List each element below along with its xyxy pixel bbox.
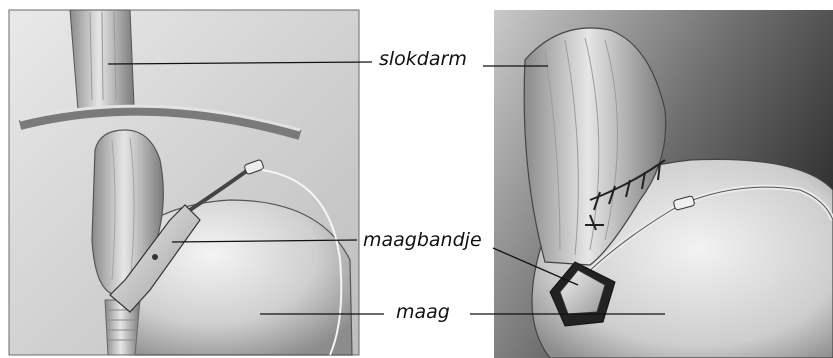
slokdarm-label: slokdarm [376,47,470,71]
maagbandje-label: maagbandje [360,228,485,252]
left-illustration [9,10,359,355]
right-illustration [494,10,833,358]
maag-label: maag [393,300,453,324]
